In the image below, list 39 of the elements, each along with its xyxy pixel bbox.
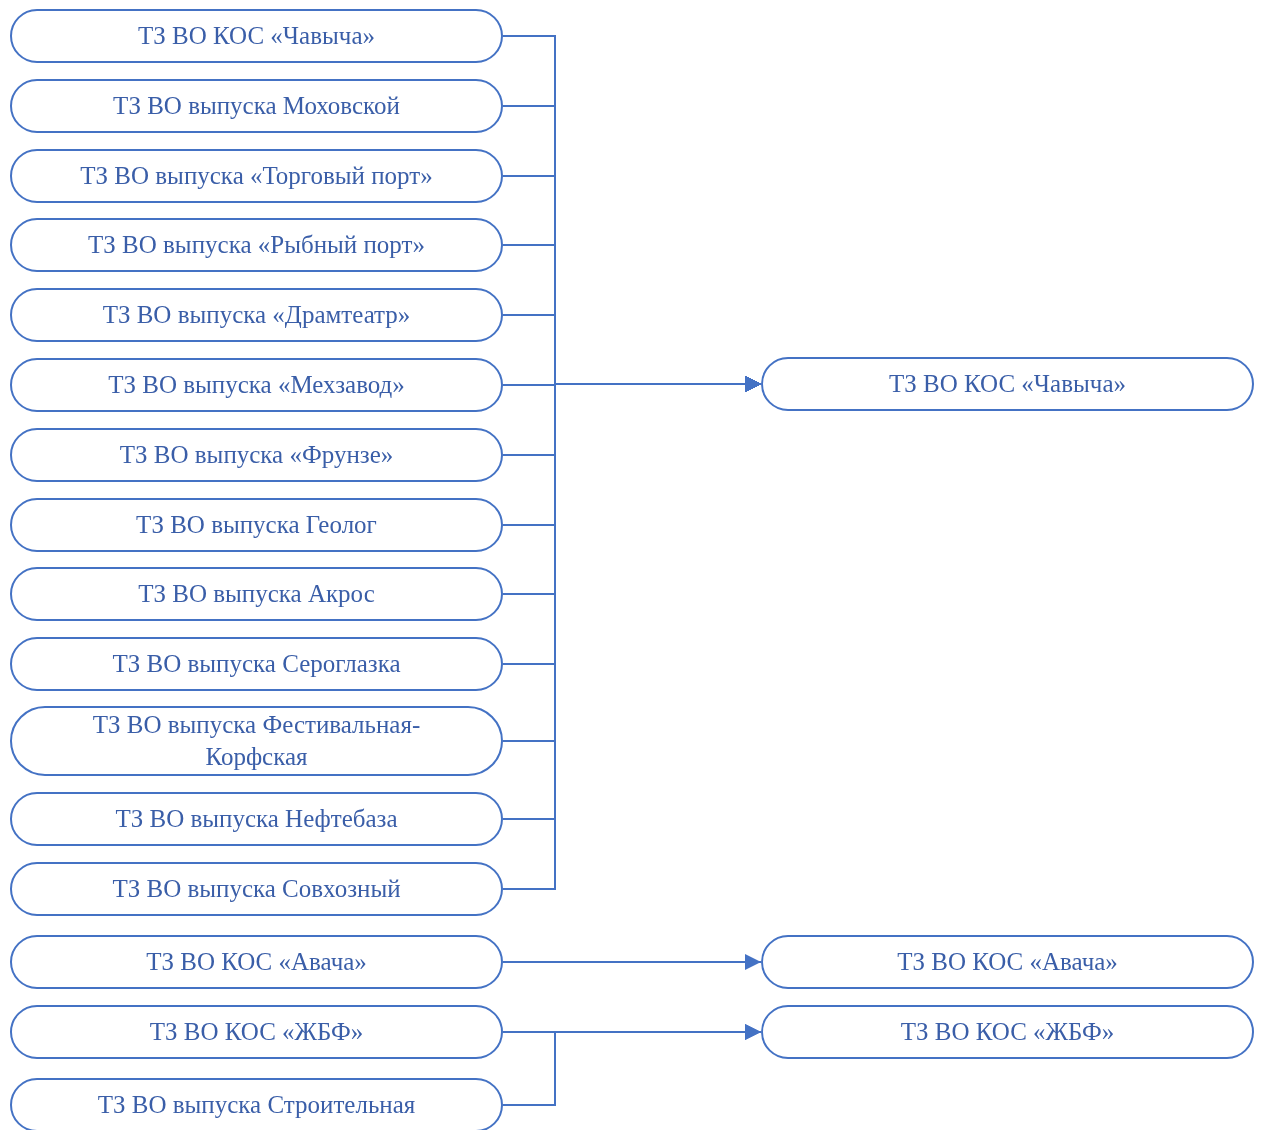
box-label: ТЗ ВО выпуска Моховской	[112, 90, 401, 121]
rounded-box	[10, 79, 503, 133]
box-label: ТЗ ВО выпуска Геолог	[135, 509, 378, 540]
rounded-box	[761, 1005, 1254, 1059]
box-label: ТЗ ВО выпуска «Фрунзе»	[118, 439, 395, 470]
rounded-box	[10, 792, 503, 846]
box-label: ТЗ ВО выпуска «Торговый порт»	[79, 160, 434, 191]
box-label: ТЗ ВО выпуска Нефтебаза	[114, 803, 399, 834]
box-label: ТЗ ВО КОС «Авача»	[896, 946, 1119, 977]
box-label: ТЗ ВО выпуска Фестивальная-Корфская	[91, 709, 422, 772]
rounded-box	[10, 1005, 503, 1059]
rounded-box	[10, 288, 503, 342]
box-label: ТЗ ВО КОС «ЖБФ»	[899, 1016, 1116, 1047]
box-label: ТЗ ВО выпуска «Мехзавод»	[107, 369, 406, 400]
arrow	[502, 954, 762, 970]
rounded-box	[761, 935, 1254, 989]
arrow	[502, 1024, 762, 1106]
rounded-box	[10, 218, 503, 272]
box-label: ТЗ ВО выпуска Строительная	[96, 1089, 417, 1120]
box-label: ТЗ ВО КОС «ЖБФ»	[148, 1016, 365, 1047]
rounded-box	[10, 9, 503, 63]
box-label: ТЗ ВО КОС «Чавыча»	[888, 368, 1127, 399]
box-label: ТЗ ВО КОС «Авача»	[145, 946, 368, 977]
box-label: ТЗ ВО выпуска Совхозный	[111, 873, 402, 904]
rounded-box	[761, 357, 1254, 411]
rounded-box	[10, 498, 503, 552]
rounded-box	[10, 358, 503, 412]
rounded-box	[10, 149, 503, 203]
box-label: ТЗ ВО выпуска Акрос	[137, 578, 376, 609]
rounded-box	[10, 1078, 503, 1130]
box-label: ТЗ ВО выпуска «Драмтеатр»	[101, 299, 412, 330]
rounded-box	[10, 567, 503, 621]
rounded-box	[10, 637, 503, 691]
box-label: ТЗ ВО выпуска «Рыбный порт»	[87, 229, 426, 260]
rounded-box	[10, 428, 503, 482]
box-label: ТЗ ВО выпуска Сероглазка	[111, 648, 402, 679]
rounded-box	[10, 862, 503, 916]
box-label: ТЗ ВО КОС «Чавыча»	[137, 20, 376, 51]
rounded-box	[10, 935, 503, 989]
